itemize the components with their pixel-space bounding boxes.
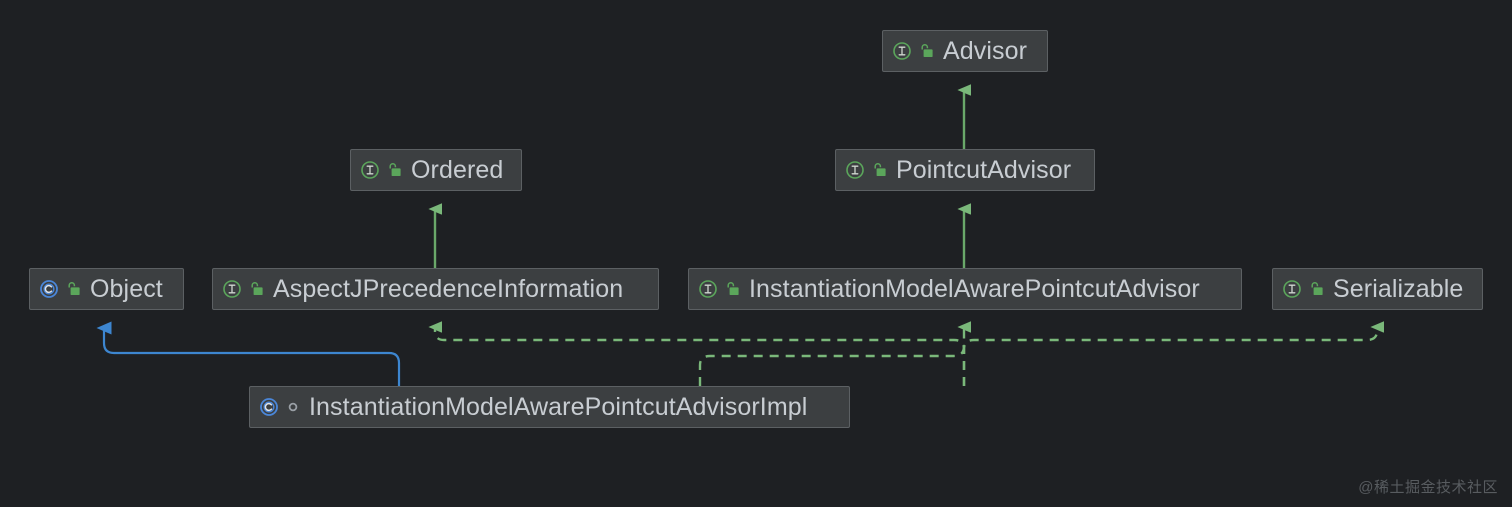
lock-icon xyxy=(725,281,740,297)
uml-node-instantiation-model-aware-pointcut-advisor-impl[interactable]: InstantiationModelAwarePointcutAdvisorIm… xyxy=(249,386,850,428)
lock-icon xyxy=(387,162,402,178)
lock-icon xyxy=(919,43,934,59)
interface-icon xyxy=(845,160,865,180)
edge-impl-to-serializable xyxy=(962,327,1377,386)
uml-node-advisor[interactable]: Advisor xyxy=(882,30,1048,72)
uml-node-ordered[interactable]: Ordered xyxy=(350,149,522,191)
lock-icon xyxy=(66,281,81,297)
uml-node-label: InstantiationModelAwarePointcutAdvisorIm… xyxy=(309,393,808,421)
lock-icon xyxy=(1309,281,1324,297)
uml-node-aspectj-precedence-information[interactable]: AspectJPrecedenceInformation xyxy=(212,268,659,310)
edge-impl-to-object xyxy=(96,321,401,388)
uml-node-pointcut-advisor[interactable]: PointcutAdvisor xyxy=(835,149,1095,191)
uml-node-label: Ordered xyxy=(411,156,504,184)
uml-node-serializable[interactable]: Serializable xyxy=(1272,268,1483,310)
class-icon xyxy=(259,397,279,417)
class-icon xyxy=(39,279,59,299)
interface-icon xyxy=(892,41,912,61)
interface-icon xyxy=(698,279,718,299)
dot-icon xyxy=(286,400,300,414)
watermark: @稀土掘金技术社区 xyxy=(1358,479,1498,496)
uml-node-label: Serializable xyxy=(1333,275,1464,303)
uml-node-label: PointcutAdvisor xyxy=(896,156,1072,184)
uml-node-label: InstantiationModelAwarePointcutAdvisor xyxy=(749,275,1200,303)
lock-icon xyxy=(872,162,887,178)
uml-node-object[interactable]: Object xyxy=(29,268,184,310)
uml-node-label: Advisor xyxy=(943,37,1028,65)
uml-node-label: Object xyxy=(90,275,163,303)
interface-icon xyxy=(1282,279,1302,299)
uml-node-label: AspectJPrecedenceInformation xyxy=(273,275,624,303)
interface-icon xyxy=(360,160,380,180)
edge-impl-to-imapa xyxy=(698,327,964,386)
uml-node-instantiation-model-aware-pointcut-advisor[interactable]: InstantiationModelAwarePointcutAdvisor xyxy=(688,268,1242,310)
edge-impl-to-aspectjprecedenceinformation xyxy=(435,327,966,386)
lock-icon xyxy=(249,281,264,297)
interface-icon xyxy=(222,279,242,299)
